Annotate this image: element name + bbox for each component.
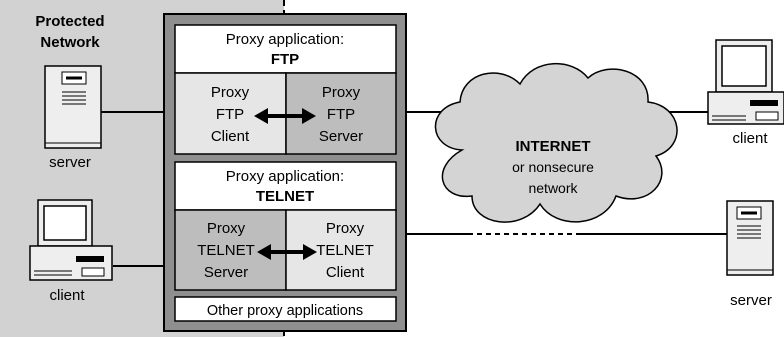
- ftp-proxy-header-line1: Proxy application:: [226, 31, 344, 48]
- proxy-telnet-client-line2: TELNET: [316, 242, 374, 259]
- other-proxy-applications-box: [174, 296, 397, 322]
- protected-network-title-line1: Protected: [35, 13, 104, 30]
- desktop-computer-icon: [29, 199, 113, 281]
- ftp-proxy-header-box: [174, 24, 397, 74]
- internet-cloud-line3: network: [528, 180, 578, 196]
- server-tower-icon: [726, 200, 774, 276]
- right-client-label: client: [732, 130, 768, 147]
- server-tower-icon: [44, 65, 102, 149]
- proxy-ftp-client-line3: Client: [211, 128, 250, 145]
- internet-cloud-shape: [434, 63, 678, 223]
- proxy-telnet-server-line3: Server: [204, 264, 248, 281]
- desktop-computer-icon: [707, 39, 784, 125]
- proxy-telnet-client-line1: Proxy: [326, 220, 365, 237]
- internet-cloud-line2: or nonsecure: [512, 159, 594, 175]
- telnet-proxy-header-line1: Proxy application:: [226, 168, 344, 185]
- telnet-proxy-header-box: [174, 161, 397, 211]
- left-client-label: client: [49, 287, 85, 304]
- proxy-ftp-server-line3: Server: [319, 128, 363, 145]
- other-proxy-applications-label: Other proxy applications: [207, 303, 363, 319]
- proxy-telnet-client-line3: Client: [326, 264, 365, 281]
- right-server-label: server: [730, 292, 772, 309]
- bidirectional-arrow-icon: [257, 244, 317, 260]
- proxy-ftp-client-line2: FTP: [216, 106, 244, 123]
- left-server-label: server: [49, 154, 91, 171]
- protected-network-title-line2: Network: [40, 34, 100, 51]
- proxy-ftp-server-line2: FTP: [327, 106, 355, 123]
- proxy-telnet-server-line2: TELNET: [197, 242, 255, 259]
- proxy-ftp-client-line1: Proxy: [211, 84, 250, 101]
- ftp-proxy-header-line2: FTP: [271, 51, 299, 68]
- internet-cloud-title: INTERNET: [516, 138, 591, 155]
- telnet-proxy-header-line2: TELNET: [256, 188, 314, 205]
- proxy-telnet-server-line1: Proxy: [207, 220, 246, 237]
- proxy-ftp-server-line1: Proxy: [322, 84, 361, 101]
- bidirectional-arrow-icon: [254, 108, 316, 124]
